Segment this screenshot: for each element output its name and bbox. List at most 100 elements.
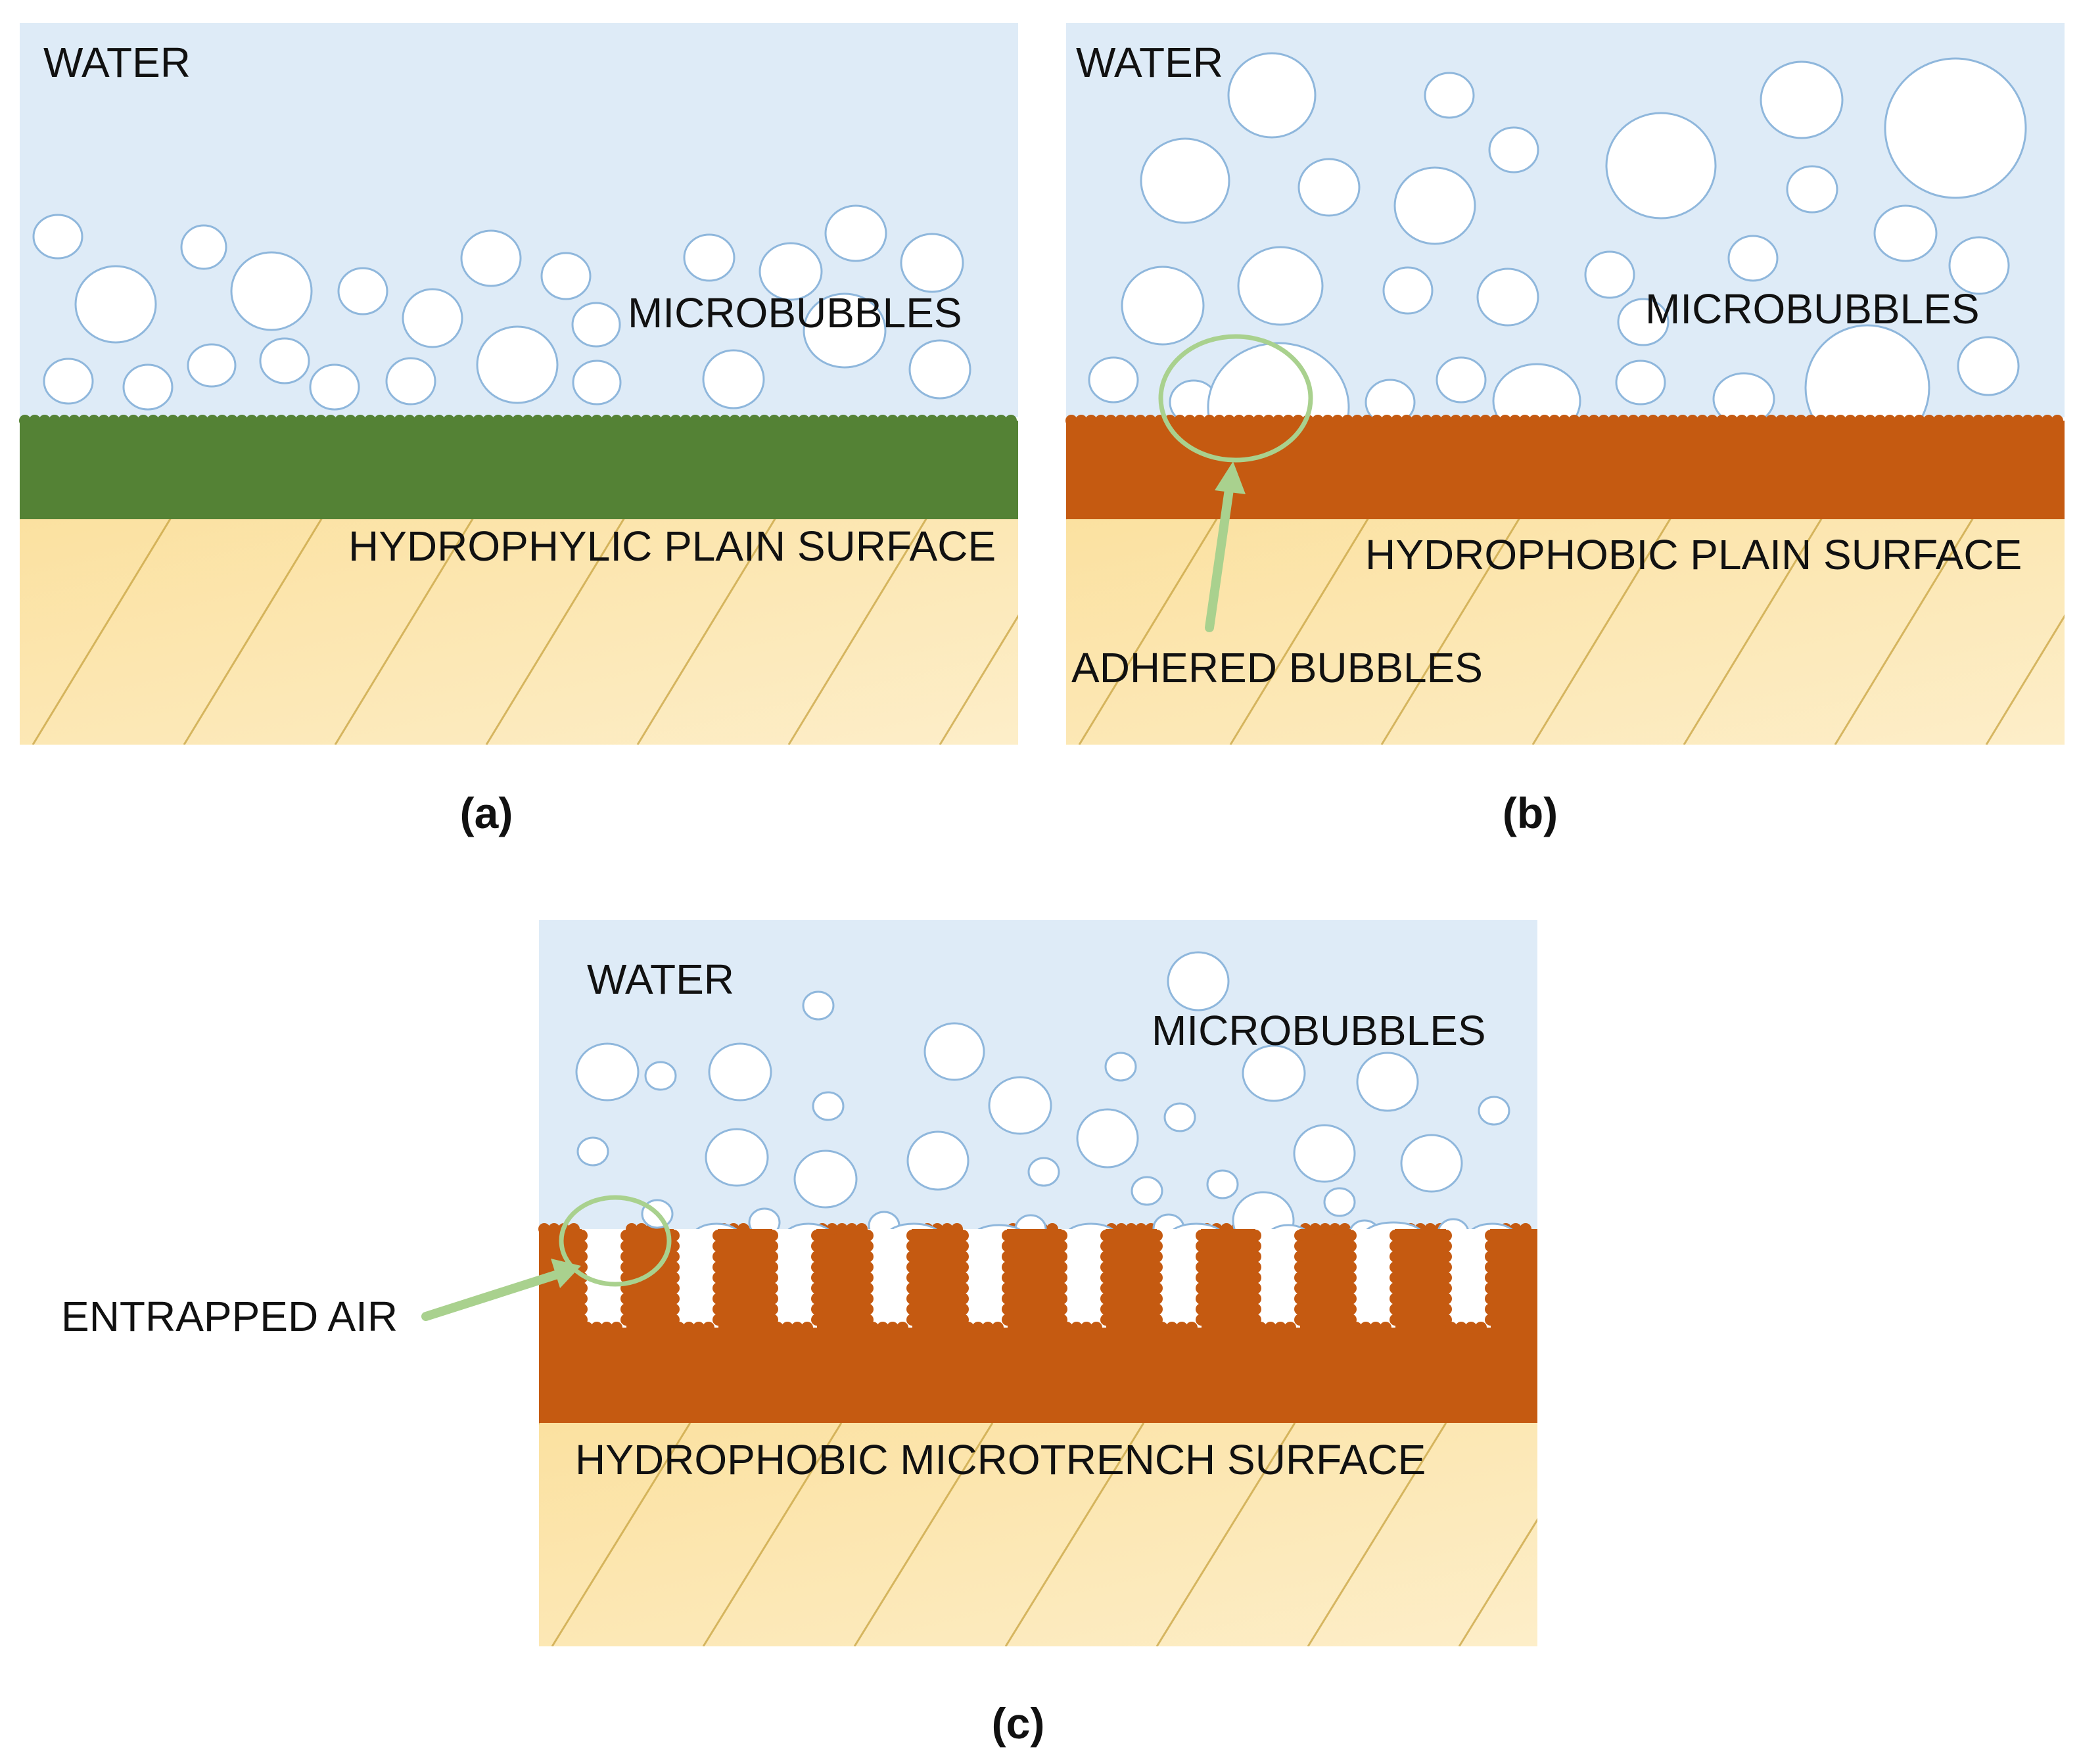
surface-bump	[1243, 415, 1255, 427]
bubble	[759, 242, 823, 301]
bubble	[43, 358, 94, 405]
surface-bump	[862, 1282, 874, 1294]
surface-bump	[712, 1303, 724, 1315]
surface-bump	[1100, 1293, 1112, 1305]
surface-bump	[811, 1261, 823, 1273]
surface-bump	[1056, 1303, 1067, 1315]
surface-bump	[1510, 1223, 1522, 1235]
surface-bump	[1319, 1223, 1331, 1235]
hatch-line	[1610, 1423, 1748, 1646]
surface-bump	[1151, 1251, 1163, 1263]
surface-bump	[1115, 415, 1127, 427]
surface-bump	[798, 415, 810, 427]
surface-bump	[1460, 415, 1472, 427]
surface-bump	[1445, 1322, 1457, 1334]
bubble	[812, 1091, 845, 1121]
surface-bump	[413, 415, 425, 427]
surface-bump	[1255, 1322, 1267, 1334]
surface-bump	[811, 1272, 823, 1284]
surface-bump	[1002, 1240, 1014, 1252]
hatch-line	[1985, 614, 2065, 745]
water-label: WATER	[43, 39, 191, 86]
surface-bump	[1274, 1322, 1286, 1334]
surface-bump	[729, 415, 741, 427]
surface-bump	[1250, 1282, 1261, 1294]
surface-bump	[962, 1322, 974, 1334]
surface-bump	[877, 1322, 889, 1334]
surface-bump	[668, 1282, 680, 1294]
substrate-hatching	[539, 1423, 1748, 1646]
bubble	[572, 360, 622, 406]
substrate	[539, 1423, 1537, 1646]
surface-bump	[1371, 415, 1383, 427]
surface-bump	[1332, 415, 1343, 427]
surface-bump	[2051, 415, 2063, 427]
surface-bump	[1874, 415, 1886, 427]
surface-bump	[1390, 1314, 1401, 1326]
hatch-line	[485, 518, 626, 745]
surface-bump	[712, 1314, 724, 1326]
surface-bump	[285, 415, 297, 427]
surface-body	[1066, 421, 2065, 519]
bubble	[1492, 363, 1581, 417]
bubble	[1884, 57, 2027, 199]
surface-bump	[1390, 1303, 1401, 1315]
water-label: WATER	[587, 956, 734, 1003]
surface-bump	[1440, 1282, 1452, 1294]
surface-bump	[335, 415, 346, 427]
bubble	[1471, 1222, 1513, 1229]
surface-bump	[957, 1261, 969, 1273]
bubble	[1173, 1222, 1220, 1229]
surface-bump	[801, 1322, 813, 1334]
surface-bump	[1144, 415, 1156, 427]
surface-bump	[1263, 415, 1274, 427]
surface-bump	[1775, 415, 1787, 427]
surface-bump	[206, 415, 218, 427]
surface-bump	[1588, 415, 1600, 427]
surface-bump	[568, 1223, 580, 1235]
surface-bump	[1539, 415, 1551, 427]
surface-bump	[187, 415, 199, 427]
bubble	[1760, 60, 1844, 139]
surface-bump	[601, 415, 613, 427]
surface-bump	[1345, 1272, 1357, 1284]
surface-bump	[19, 415, 31, 427]
surface-bump	[811, 1303, 823, 1315]
bubble	[1207, 342, 1350, 417]
surface-bump	[1294, 1282, 1306, 1294]
surface-bump	[1520, 1223, 1531, 1235]
hatch-line	[32, 518, 172, 745]
hatch-line	[539, 1423, 540, 1425]
surface-bump	[1440, 1293, 1452, 1305]
surface-bump	[591, 415, 603, 427]
surface-bump	[1056, 1282, 1067, 1294]
adhered-bubbles-arrow	[1205, 485, 1234, 632]
surface-bump	[1390, 1240, 1401, 1252]
bubble	[180, 224, 227, 270]
surface-bump	[1440, 1272, 1452, 1284]
surface-pillar	[718, 1229, 772, 1329]
bubble	[793, 1149, 858, 1209]
surface-bump	[1716, 415, 1728, 427]
surface-bump	[966, 415, 977, 427]
surface-bump	[1825, 415, 1836, 427]
bubble	[787, 1222, 829, 1229]
surface-label: HYDROPHYLIC PLAIN SURFACE	[348, 522, 996, 570]
bubble	[1393, 166, 1476, 245]
surface-bump	[1005, 415, 1017, 427]
surface-bump	[1151, 1240, 1163, 1252]
surface-bump	[1151, 1293, 1163, 1305]
surface-bump	[1973, 415, 1984, 427]
surface-bump	[571, 415, 583, 427]
bubble	[644, 1061, 677, 1091]
surface-bump	[992, 1322, 1004, 1334]
surface-bump	[1943, 415, 1955, 427]
bubble	[1069, 1222, 1113, 1229]
surface-bump	[1196, 1314, 1207, 1326]
surface-bump	[862, 1293, 874, 1305]
surface-bump	[712, 1261, 724, 1273]
surface-bump	[433, 415, 445, 427]
surface-bump	[1056, 1272, 1067, 1284]
surface-bump	[749, 415, 760, 427]
surface-bump	[1233, 415, 1245, 427]
